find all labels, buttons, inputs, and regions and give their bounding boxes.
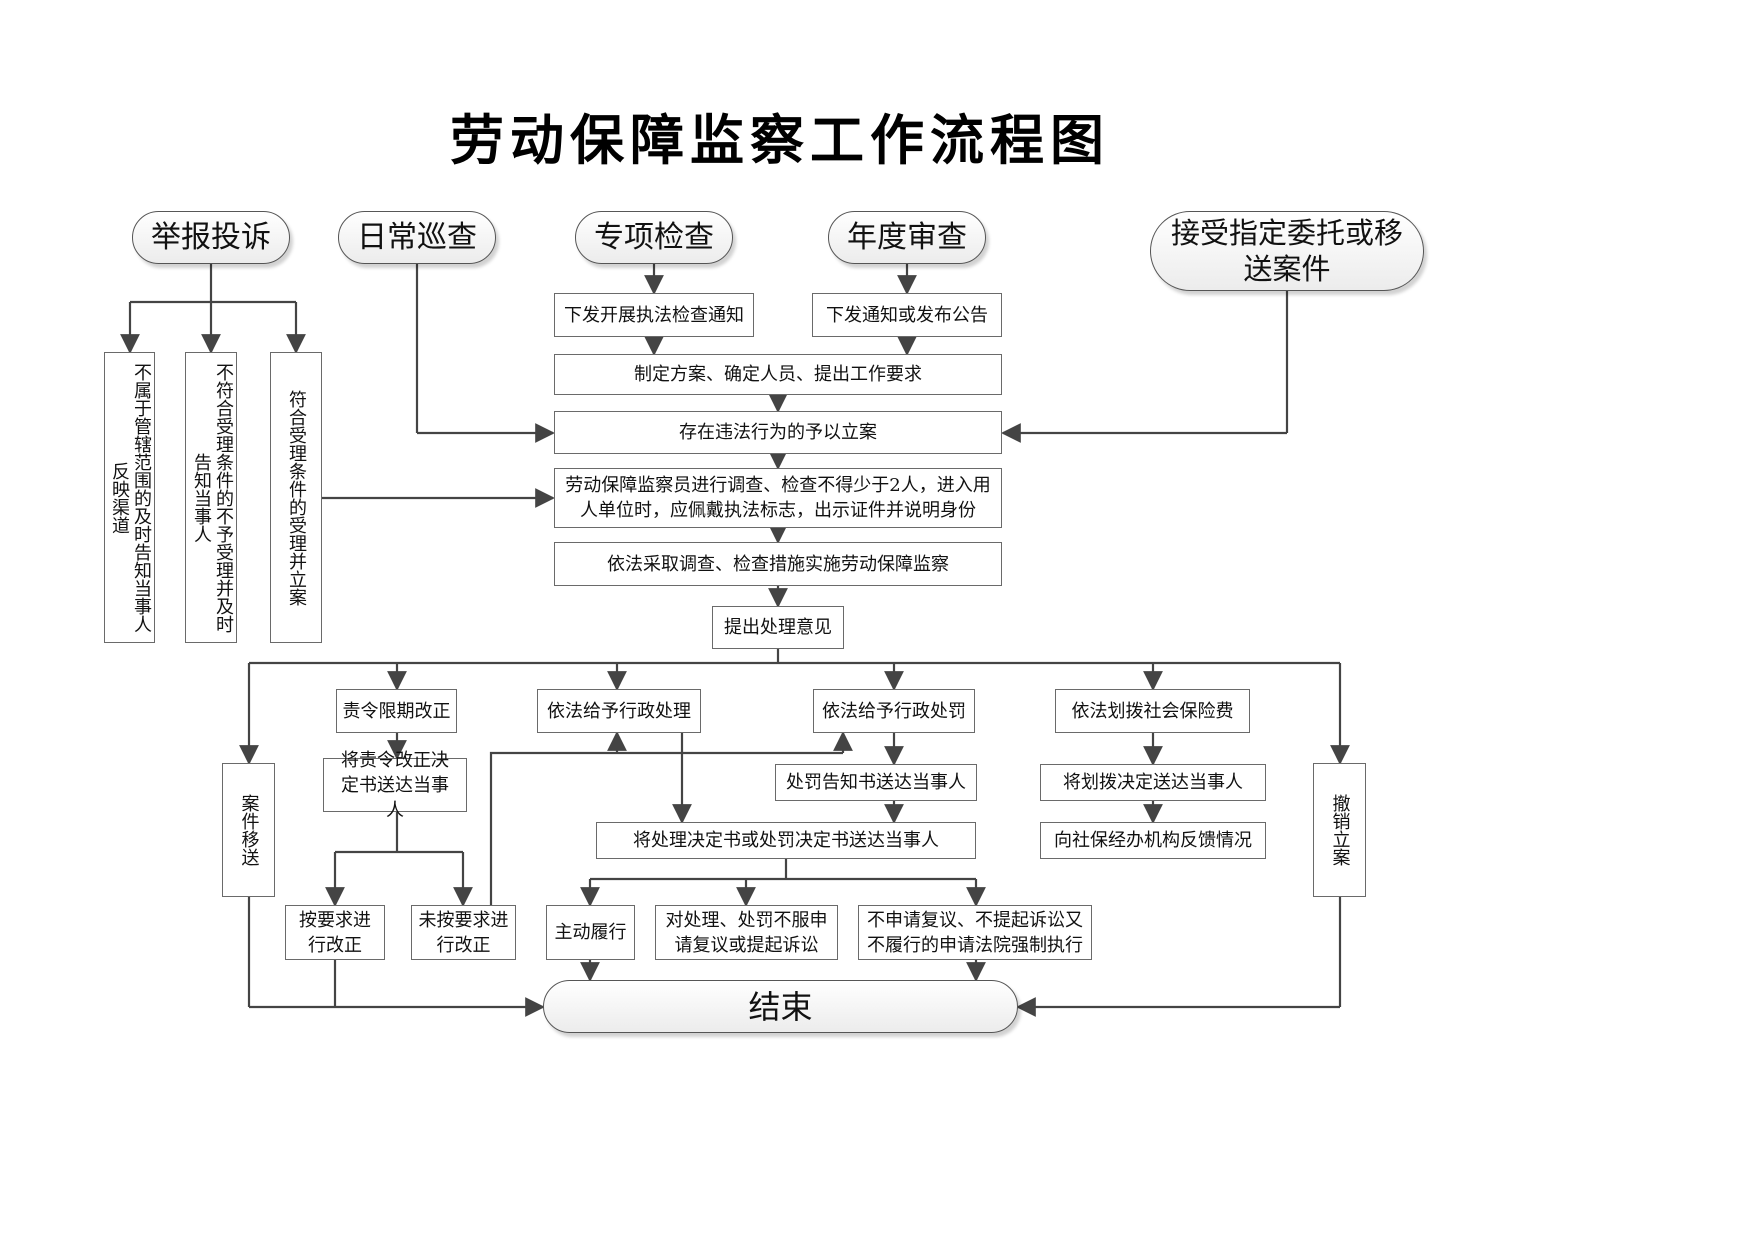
node-not-corrected: 未按要求进行改正 <box>411 905 516 960</box>
node-voluntary-compliance: 主动履行 <box>546 905 635 960</box>
page-title: 劳动保障监察工作流程图 <box>450 109 1110 172</box>
node-daily-patrol: 日常巡查 <box>338 211 496 264</box>
node-admin-handling: 依法给予行政处理 <box>537 689 701 733</box>
node-label: 向社保经办机构反馈情况 <box>1054 830 1252 851</box>
node-appeal: 对处理、处罚不服申请复议或提起诉讼 <box>655 905 838 960</box>
node-label: 依法给予行政处罚 <box>822 700 966 722</box>
node-assigned-transfer: 接受指定委托或移送案件 <box>1150 211 1424 291</box>
node-label: 不符合受理条件的不予受理并及时告知当事人 <box>191 362 234 633</box>
node-out-of-jurisdiction: 不属于管辖范围的及时告知当事人反映渠道 <box>104 352 155 643</box>
node-label: 制定方案、确定人员、提出工作要求 <box>634 364 922 385</box>
node-file-case: 存在违法行为的予以立案 <box>554 411 1002 454</box>
node-deliver-transfer-decision: 将划拨决定送达当事人 <box>1040 764 1266 801</box>
node-label: 将划拨决定送达当事人 <box>1063 772 1243 793</box>
node-label: 下发开展执法检查通知 <box>564 304 744 326</box>
node-not-accepted: 不符合受理条件的不予受理并及时告知当事人 <box>185 352 237 643</box>
node-label: 主动履行 <box>554 922 627 943</box>
node-label: 撤销立案 <box>1329 794 1351 866</box>
node-label: 接受指定委托或移送案件 <box>1170 216 1403 286</box>
node-make-plan: 制定方案、确定人员、提出工作要求 <box>554 354 1002 395</box>
node-label: 案件移送 <box>238 794 260 866</box>
node-take-measures: 依法采取调查、检查措施实施劳动保障监察 <box>554 542 1002 586</box>
node-issue-inspection-notice: 下发开展执法检查通知 <box>554 293 754 337</box>
node-label: 依法给予行政处理 <box>547 700 691 722</box>
node-label: 年度审查 <box>847 219 967 255</box>
node-label: 不属于管辖范围的及时告知当事人反映渠道 <box>109 362 152 633</box>
node-investigate: 劳动保障监察员进行调查、检查不得少于2人，进入用人单位时，应佩戴执法标志，出示证… <box>554 468 1002 528</box>
node-label: 结束 <box>748 987 813 1026</box>
node-label: 存在违法行为的予以立案 <box>679 422 877 443</box>
node-label: 依法划拨社会保险费 <box>1071 700 1234 722</box>
node-label: 专项检查 <box>594 219 714 255</box>
node-label: 依法采取调查、检查措施实施劳动保障监察 <box>607 553 949 575</box>
node-complaint: 举报投诉 <box>132 211 290 264</box>
node-deliver-decision: 将处理决定书或处罚决定书送达当事人 <box>596 822 976 859</box>
node-label: 对处理、处罚不服申请复议或提起诉讼 <box>665 909 828 956</box>
node-deliver-correction-decision: 将责令改正决定书送达当事人 <box>323 750 467 821</box>
node-label: 按要求进行改正 <box>299 909 371 956</box>
node-label: 符合受理条件的受理并立案 <box>286 389 307 606</box>
node-annual-review: 年度审查 <box>828 211 986 264</box>
node-label: 将责令改正决定书送达当事人 <box>341 749 449 821</box>
node-label: 日常巡查 <box>357 219 477 255</box>
node-corrected: 按要求进行改正 <box>285 905 385 960</box>
node-label: 提出处理意见 <box>724 617 832 638</box>
node-issue-notice-or-announcement: 下发通知或发布公告 <box>812 293 1002 337</box>
node-court-enforcement: 不申请复议、不提起诉讼又不履行的申请法院强制执行 <box>858 905 1092 960</box>
node-label: 劳动保障监察员进行调查、检查不得少于2人，进入用人单位时，应佩戴执法标志，出示证… <box>565 475 991 521</box>
node-revoke-case: 撤销立案 <box>1313 763 1366 897</box>
node-order-correction: 责令限期改正 <box>336 689 457 733</box>
node-label: 不申请复议、不提起诉讼又不履行的申请法院强制执行 <box>867 909 1083 956</box>
node-admin-penalty: 依法给予行政处罚 <box>813 689 975 733</box>
node-case-transfer: 案件移送 <box>222 763 275 897</box>
node-label: 举报投诉 <box>151 219 271 255</box>
node-label: 未按要求进行改正 <box>418 909 509 956</box>
node-label: 责令限期改正 <box>342 700 451 722</box>
node-end: 结束 <box>543 980 1018 1033</box>
node-transfer-insurance: 依法划拨社会保险费 <box>1055 689 1250 733</box>
node-label: 将处理决定书或处罚决定书送达当事人 <box>633 830 939 851</box>
node-feedback-social-security: 向社保经办机构反馈情况 <box>1040 822 1266 859</box>
node-accepted: 符合受理条件的受理并立案 <box>270 352 322 643</box>
node-propose-opinion: 提出处理意见 <box>712 606 844 649</box>
node-special-inspection: 专项检查 <box>575 211 733 264</box>
node-penalty-notice: 处罚告知书送达当事人 <box>775 764 977 801</box>
node-label: 处罚告知书送达当事人 <box>786 772 966 793</box>
node-label: 下发通知或发布公告 <box>826 304 988 326</box>
